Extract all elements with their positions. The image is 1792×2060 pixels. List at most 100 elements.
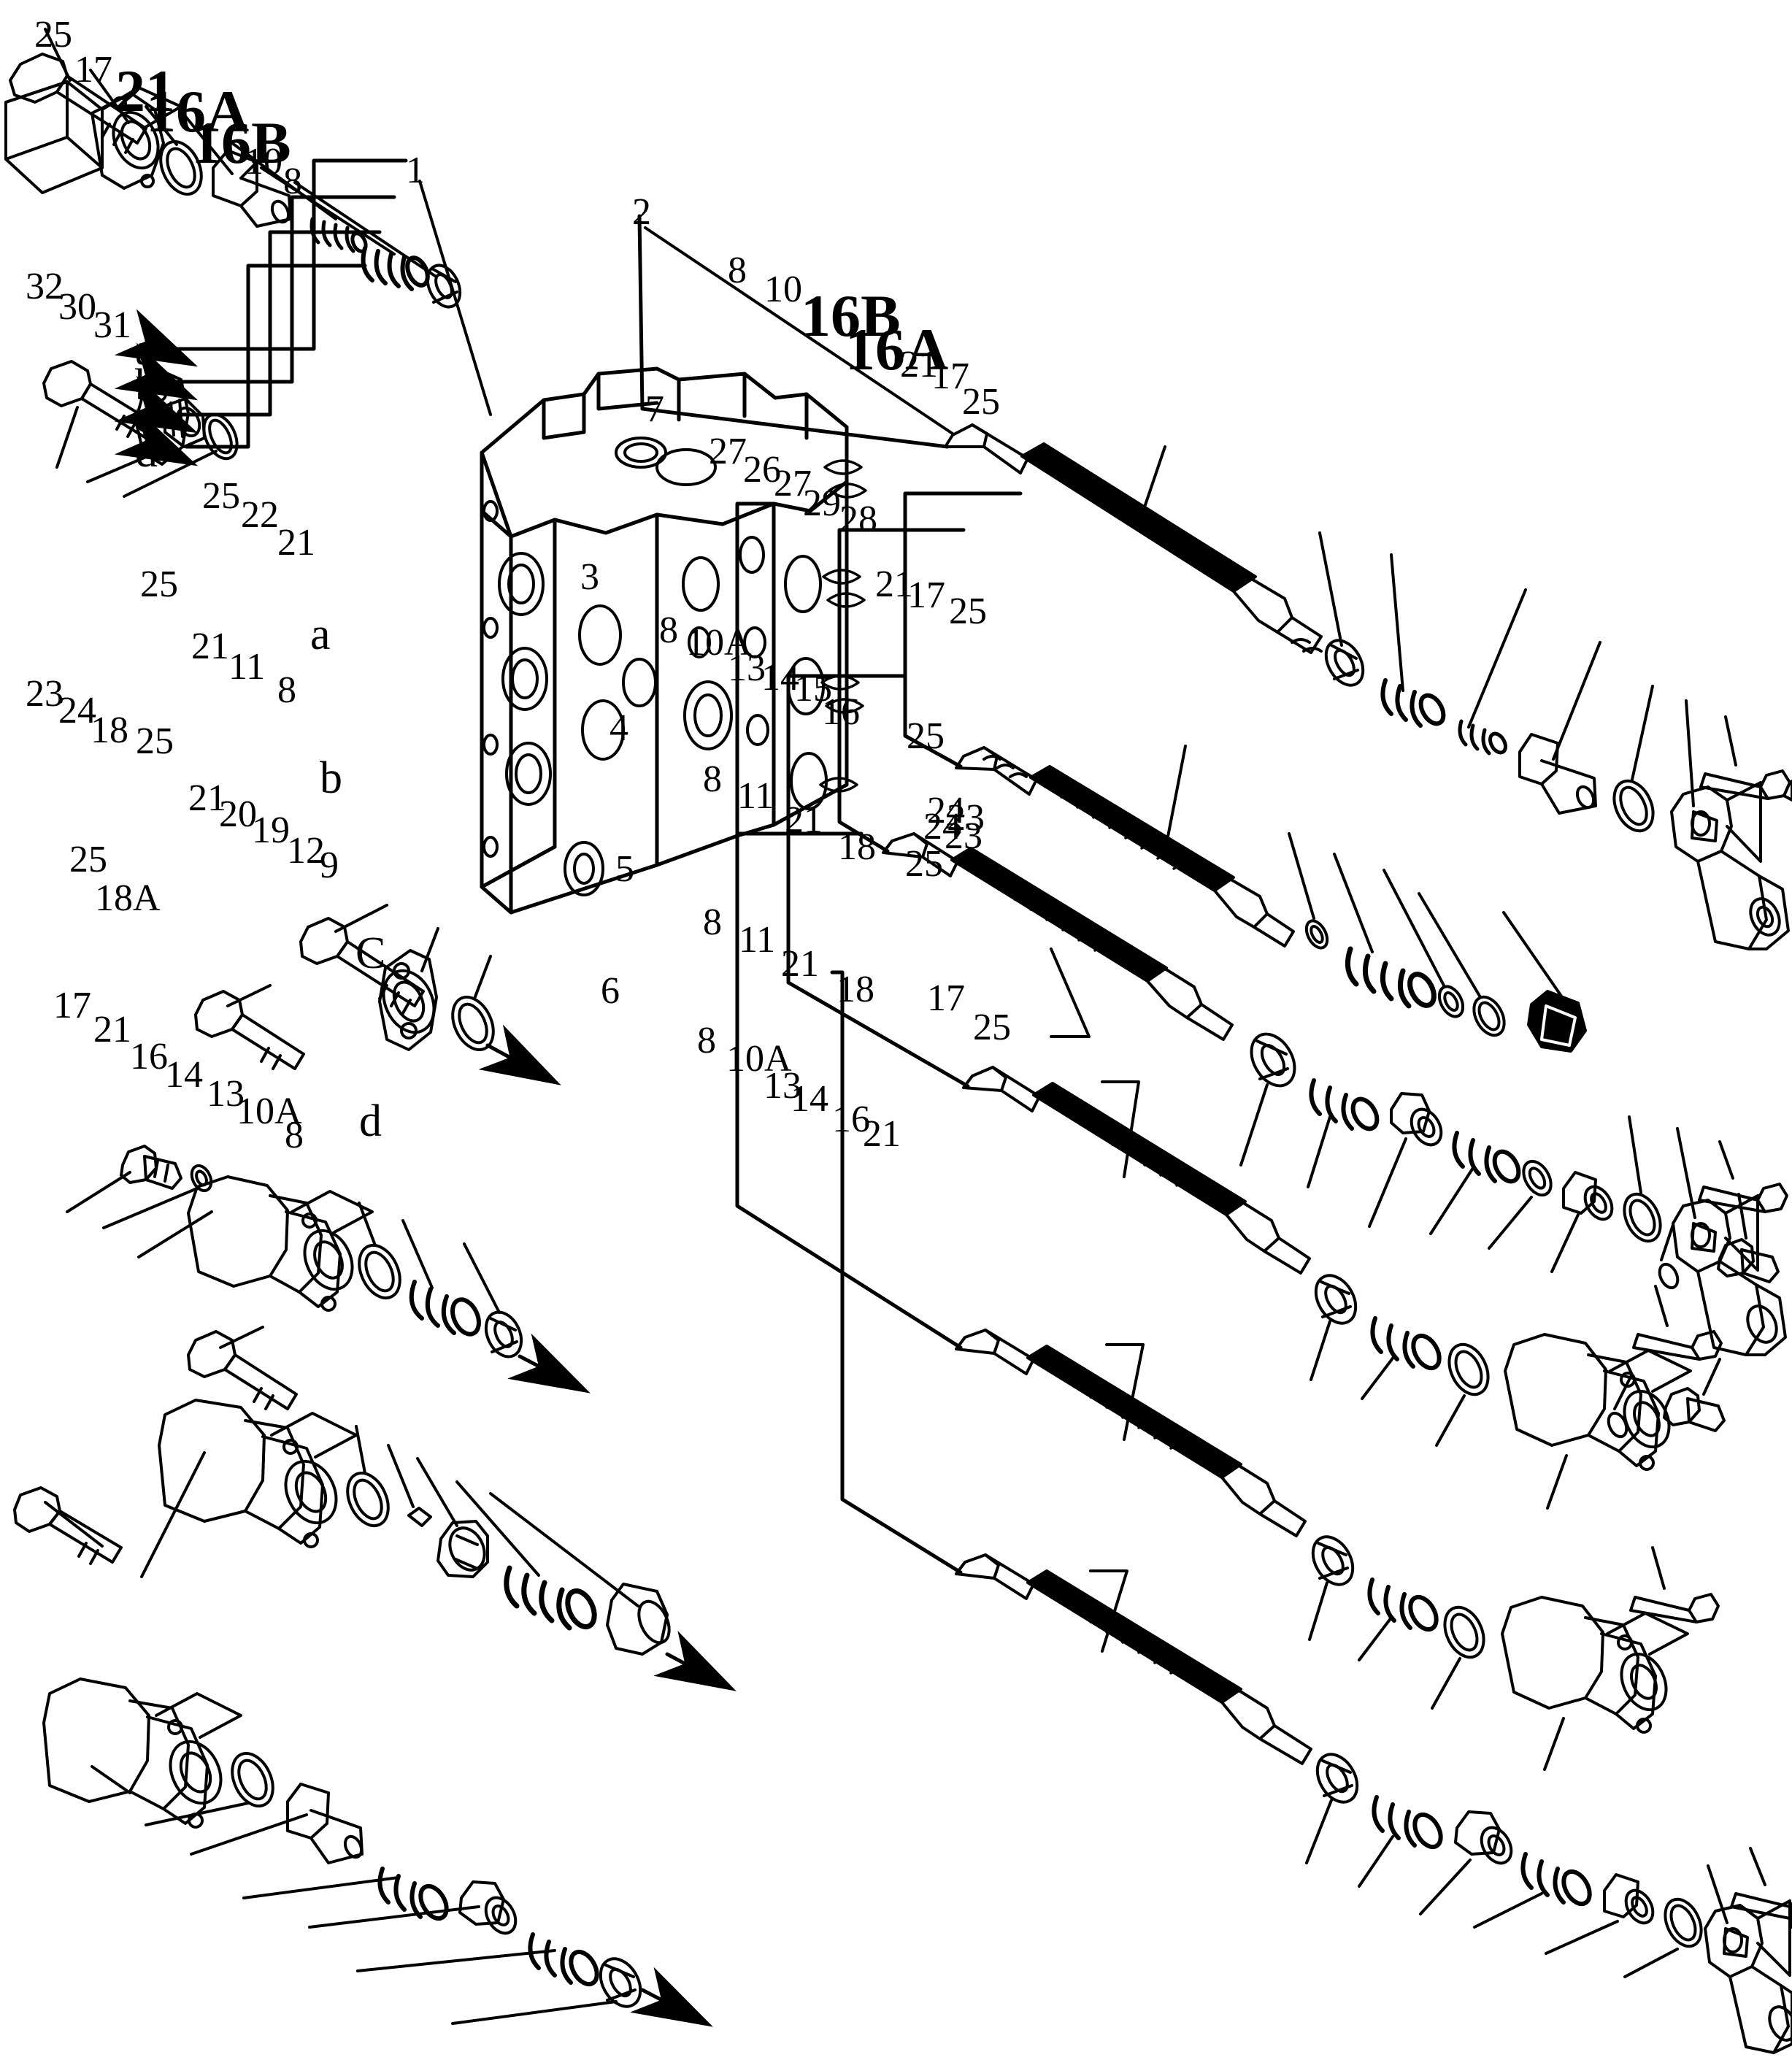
spool-6-tip: [1220, 1685, 1312, 1765]
leader-21-r4: [1431, 1657, 1461, 1710]
callout-c14-l1: 14: [165, 1054, 203, 1096]
leader-10-r1: [1390, 553, 1404, 692]
part-16-r2: [1603, 1873, 1655, 1925]
valve-body-ports: [482, 437, 828, 896]
callout-c30: 30: [58, 286, 96, 328]
leader-6-num: [1089, 1569, 1128, 1653]
leader-6-bracket: [830, 970, 963, 1575]
leader-18-r1: [1546, 1454, 1568, 1510]
callout-c18-l1: 18: [91, 710, 128, 751]
leader-18-l1: [137, 1210, 213, 1258]
part-28-plug-face: [1540, 1004, 1577, 1047]
leader-7-bracket: [903, 491, 1023, 769]
spool-2-ribs: [1038, 462, 1220, 567]
callout-c28: 28: [839, 499, 877, 540]
part-18-l1: [187, 1175, 374, 1312]
leader-13-r2: [1419, 1859, 1472, 1915]
part-21-l2: [358, 1243, 401, 1300]
callout-c13-r1: 13: [728, 647, 766, 689]
callout-c11-r2: 11: [739, 919, 776, 961]
part-26-spring: [1345, 946, 1437, 1009]
leader-25-r1: [1724, 715, 1737, 766]
callout-c21-r5: 21: [863, 1113, 901, 1155]
callout-c21-l3: 21: [188, 777, 226, 819]
leader-17-r1: [1685, 699, 1695, 807]
leader-5-bracket: [735, 831, 963, 1350]
callout-c25-l2: 25: [140, 564, 178, 605]
leader-8-r5: [1305, 1799, 1333, 1864]
part-16-r1: [1562, 1171, 1614, 1221]
leader-19: [416, 1457, 458, 1527]
leader-13-r1: [1368, 1137, 1407, 1228]
leader-11-l1: [401, 1219, 434, 1289]
leader-16A-r: [1552, 641, 1601, 761]
leader-21-l2: [358, 1202, 377, 1247]
part-25-l4: [13, 1486, 123, 1565]
arrow-a: [478, 1024, 561, 1085]
callout-arr-c: C: [355, 929, 386, 978]
callout-c18-r1: 18: [838, 826, 876, 868]
callout-c10-r1: 10: [764, 269, 802, 310]
callout-c17-tl: 17: [74, 49, 112, 91]
part-21-top-left: [159, 139, 203, 196]
callout-c8-r1: 8: [728, 250, 747, 291]
callout-c2: 2: [632, 191, 651, 233]
leader-11-r1: [1361, 1355, 1396, 1400]
callout-c21-r2: 21: [875, 564, 913, 605]
part-8-r3: [1314, 1274, 1358, 1325]
leader-5-num: [1105, 1343, 1145, 1441]
leader-26: [1333, 853, 1374, 953]
spool-6-ribs: [1041, 1586, 1193, 1675]
spool-5: [955, 1329, 1035, 1375]
part-11-r2: [1367, 1577, 1439, 1632]
part-12-spring: [504, 1565, 597, 1631]
leader-14-r2: [1473, 1892, 1543, 1929]
part-18-r2: [1501, 1596, 1689, 1734]
callout-c1: 1: [406, 150, 425, 191]
callout-arr-b: b: [320, 753, 342, 803]
leader-25-l3: [219, 1326, 264, 1349]
callout-c23-r2: 23: [945, 815, 982, 857]
part-13-r1: [1390, 1092, 1443, 1147]
section-bracket: [164, 158, 408, 449]
leader-21-r3: [1435, 1394, 1466, 1447]
part-13-bl: [458, 1880, 518, 1935]
leader-25-tl: [44, 28, 72, 82]
callout-c25-tl: 25: [34, 14, 72, 55]
leader-2-drop: [637, 214, 645, 411]
leader-8-r1: [1318, 531, 1343, 647]
leader-16-bl: [190, 1813, 308, 1856]
part-11-r1: [1370, 1316, 1442, 1371]
leader-17-r3: [1707, 1864, 1728, 1924]
callout-c17-l2: 17: [53, 985, 91, 1026]
arrow-d: [630, 1967, 713, 2027]
leader-8-bl: [451, 2000, 618, 2025]
spool-3-ribs: [965, 864, 1117, 952]
callout-c21-r4: 21: [781, 943, 819, 985]
part-23-l1: [120, 1145, 182, 1190]
callout-c12: 12: [287, 830, 325, 872]
callout-c29: 29: [803, 483, 841, 524]
part-25-r1: [1699, 769, 1792, 802]
part-17-bl: [42, 1677, 242, 1829]
leader-22: [420, 927, 439, 972]
part-11-l1: [409, 1280, 481, 1337]
callout-c16-r2: 16: [832, 1099, 870, 1140]
spool-7: [955, 746, 1038, 796]
callout-c16-l1: 16: [130, 1036, 168, 1077]
callout-c18-r2: 18: [837, 969, 874, 1010]
callout-c10a-r2: 10A: [726, 1038, 792, 1080]
callout-c18a: 18A: [95, 877, 161, 919]
callout-c31: 31: [93, 304, 131, 346]
leader-21-l1: [473, 955, 492, 1000]
part-10-r1: [1380, 678, 1446, 728]
leader-1: [418, 180, 492, 416]
part-21-r5: [1664, 1897, 1703, 1948]
leader-17-r2: [1676, 1127, 1696, 1219]
leader-28: [1502, 911, 1564, 999]
leader-2-lead: [644, 226, 954, 435]
part-10A-bl: [528, 1932, 599, 1987]
part-24-r2: [1607, 1411, 1628, 1439]
part-8-r4: [1311, 1535, 1355, 1586]
